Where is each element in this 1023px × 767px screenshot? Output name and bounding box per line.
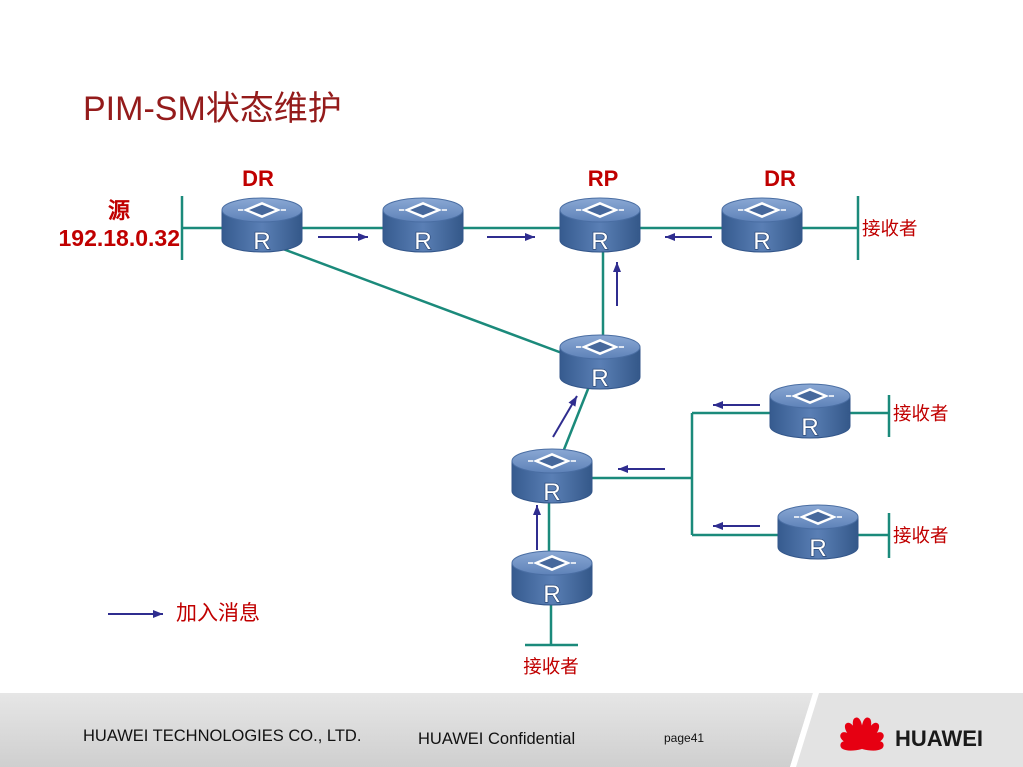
footer-confidential: HUAWEI Confidential [418, 730, 575, 748]
footer: HUAWEI TECHNOLOGIES CO., LTD. HUAWEI Con… [0, 693, 1023, 767]
huawei-brand-text: HUAWEI [895, 726, 983, 751]
receiver-label-upper-leaf: 接收者 [893, 403, 949, 424]
router-middle: R [382, 197, 464, 256]
router-label: R [753, 228, 770, 255]
role-label-receiver-dr: DR [764, 166, 796, 191]
router-leaf-lower: R [777, 504, 859, 563]
receiver-label-bottom: 接收者 [523, 656, 579, 677]
router-rp: R [559, 197, 641, 256]
legend-label: 加入消息 [176, 602, 260, 625]
footer-page-number: page41 [664, 731, 704, 745]
router-label: R [253, 228, 270, 255]
role-label-source-dr: DR [242, 166, 274, 191]
router-label: R [543, 479, 560, 506]
router-label: R [591, 365, 608, 392]
receiver-label-top-right: 接收者 [862, 218, 918, 239]
footer-company: HUAWEI TECHNOLOGIES CO., LTD. [83, 727, 361, 745]
role-label-rp: RP [588, 166, 619, 191]
router-leaf-upper: R [769, 383, 851, 442]
router-branch: R [511, 448, 593, 507]
footer-divider [790, 693, 819, 767]
router-label: R [801, 414, 818, 441]
join-message-arrows [318, 233, 760, 550]
footer-band [0, 693, 813, 767]
huawei-logo-icon [840, 717, 884, 751]
link-lower-router-to-branch-router [561, 383, 592, 453]
router-label: R [591, 228, 608, 255]
receiver-label-lower-leaf: 接收者 [893, 525, 949, 546]
router-source-dr: R [221, 197, 303, 256]
router-stub: R [511, 550, 593, 609]
router-label: R [543, 581, 560, 608]
join-message-arrow [552, 395, 578, 438]
link-source-dr-to-lower-router [274, 244, 571, 358]
router-receiver-dr: R [721, 197, 803, 256]
router-label: R [414, 228, 431, 255]
router-label: R [809, 535, 826, 562]
router-lower: R [559, 334, 641, 393]
slide-title: PIM-SM状态维护 [83, 90, 342, 128]
legend: 加入消息 [108, 602, 260, 625]
source-address: 192.18.0.32 [58, 225, 180, 251]
source-label: 源 [108, 198, 130, 223]
